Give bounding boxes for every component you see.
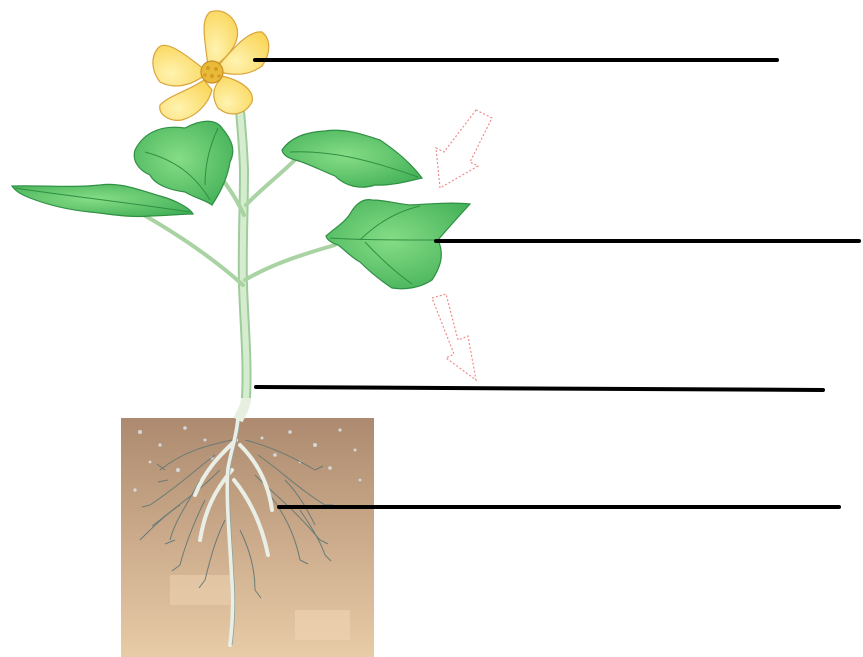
leaf-upper-right bbox=[282, 130, 422, 187]
flower bbox=[153, 11, 269, 120]
leaf-left bbox=[12, 184, 193, 216]
petal-5 bbox=[160, 80, 212, 120]
arrow-out bbox=[432, 294, 476, 380]
label-line-stem bbox=[256, 387, 823, 390]
petal-1 bbox=[153, 45, 205, 86]
arrow-in bbox=[436, 110, 492, 188]
petal-4 bbox=[214, 76, 253, 114]
flower-center bbox=[201, 61, 223, 83]
